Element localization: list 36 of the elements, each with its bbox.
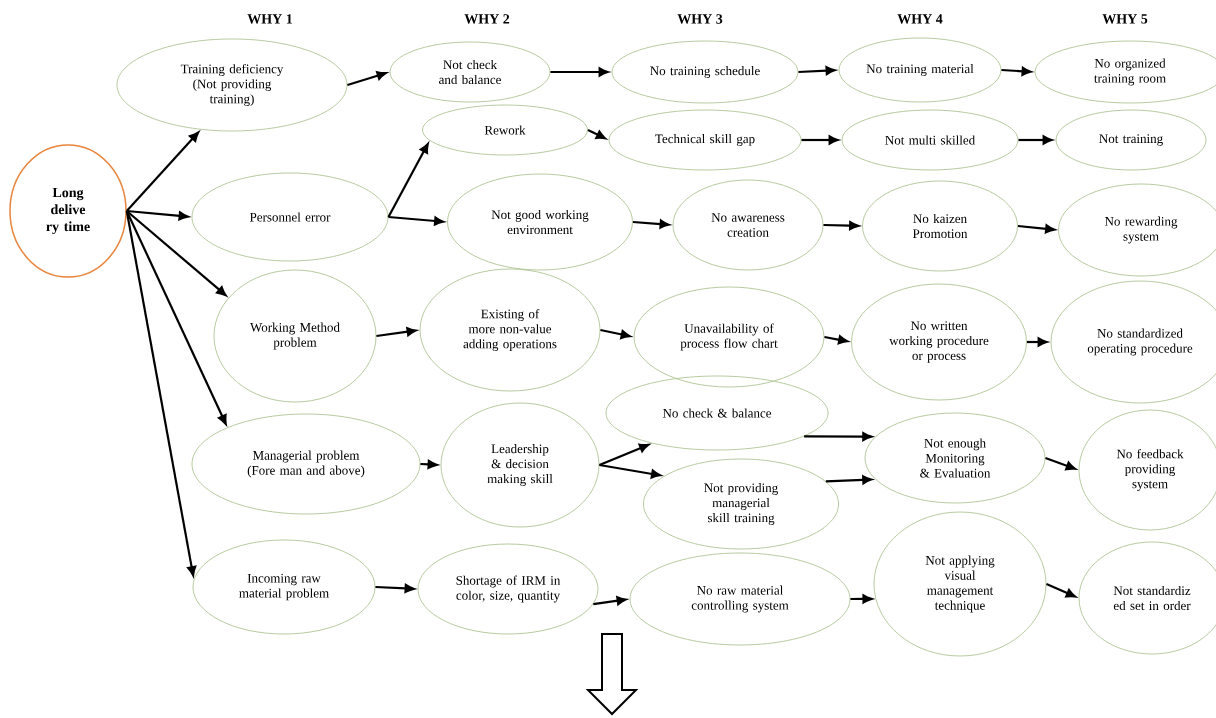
arrow	[387, 143, 429, 218]
arrow	[550, 67, 609, 77]
arrow	[850, 594, 873, 604]
arrow	[798, 66, 836, 76]
arrow	[825, 475, 873, 485]
arrow	[599, 463, 662, 479]
arrow	[1018, 135, 1053, 145]
arrow	[375, 583, 415, 593]
arrow	[804, 432, 873, 442]
arrow	[823, 221, 860, 231]
arrow	[593, 596, 627, 606]
arrow	[600, 328, 631, 340]
column-heading: WHY 1	[247, 14, 293, 24]
arrow	[125, 210, 197, 577]
arrow	[632, 219, 670, 229]
arrow	[347, 71, 387, 87]
arrow	[587, 129, 606, 140]
column-heading: WHY 2	[464, 14, 510, 24]
arrow	[125, 210, 227, 425]
arrow	[376, 327, 417, 338]
arrow	[824, 335, 849, 345]
arrow	[801, 135, 839, 145]
arrow	[1026, 337, 1048, 347]
arrow	[1046, 583, 1076, 598]
arrow	[388, 215, 445, 226]
arrow	[126, 209, 189, 221]
arrow	[125, 131, 200, 212]
column-heading: WHY 4	[897, 14, 943, 24]
column-heading: WHY 3	[677, 14, 723, 24]
arrow	[126, 210, 227, 297]
arrow	[1001, 66, 1032, 76]
arrow	[1017, 224, 1056, 234]
column-heading: WHY 5	[1102, 14, 1148, 24]
arrow	[1045, 456, 1076, 471]
arrow	[599, 443, 650, 467]
arrow	[420, 459, 438, 469]
